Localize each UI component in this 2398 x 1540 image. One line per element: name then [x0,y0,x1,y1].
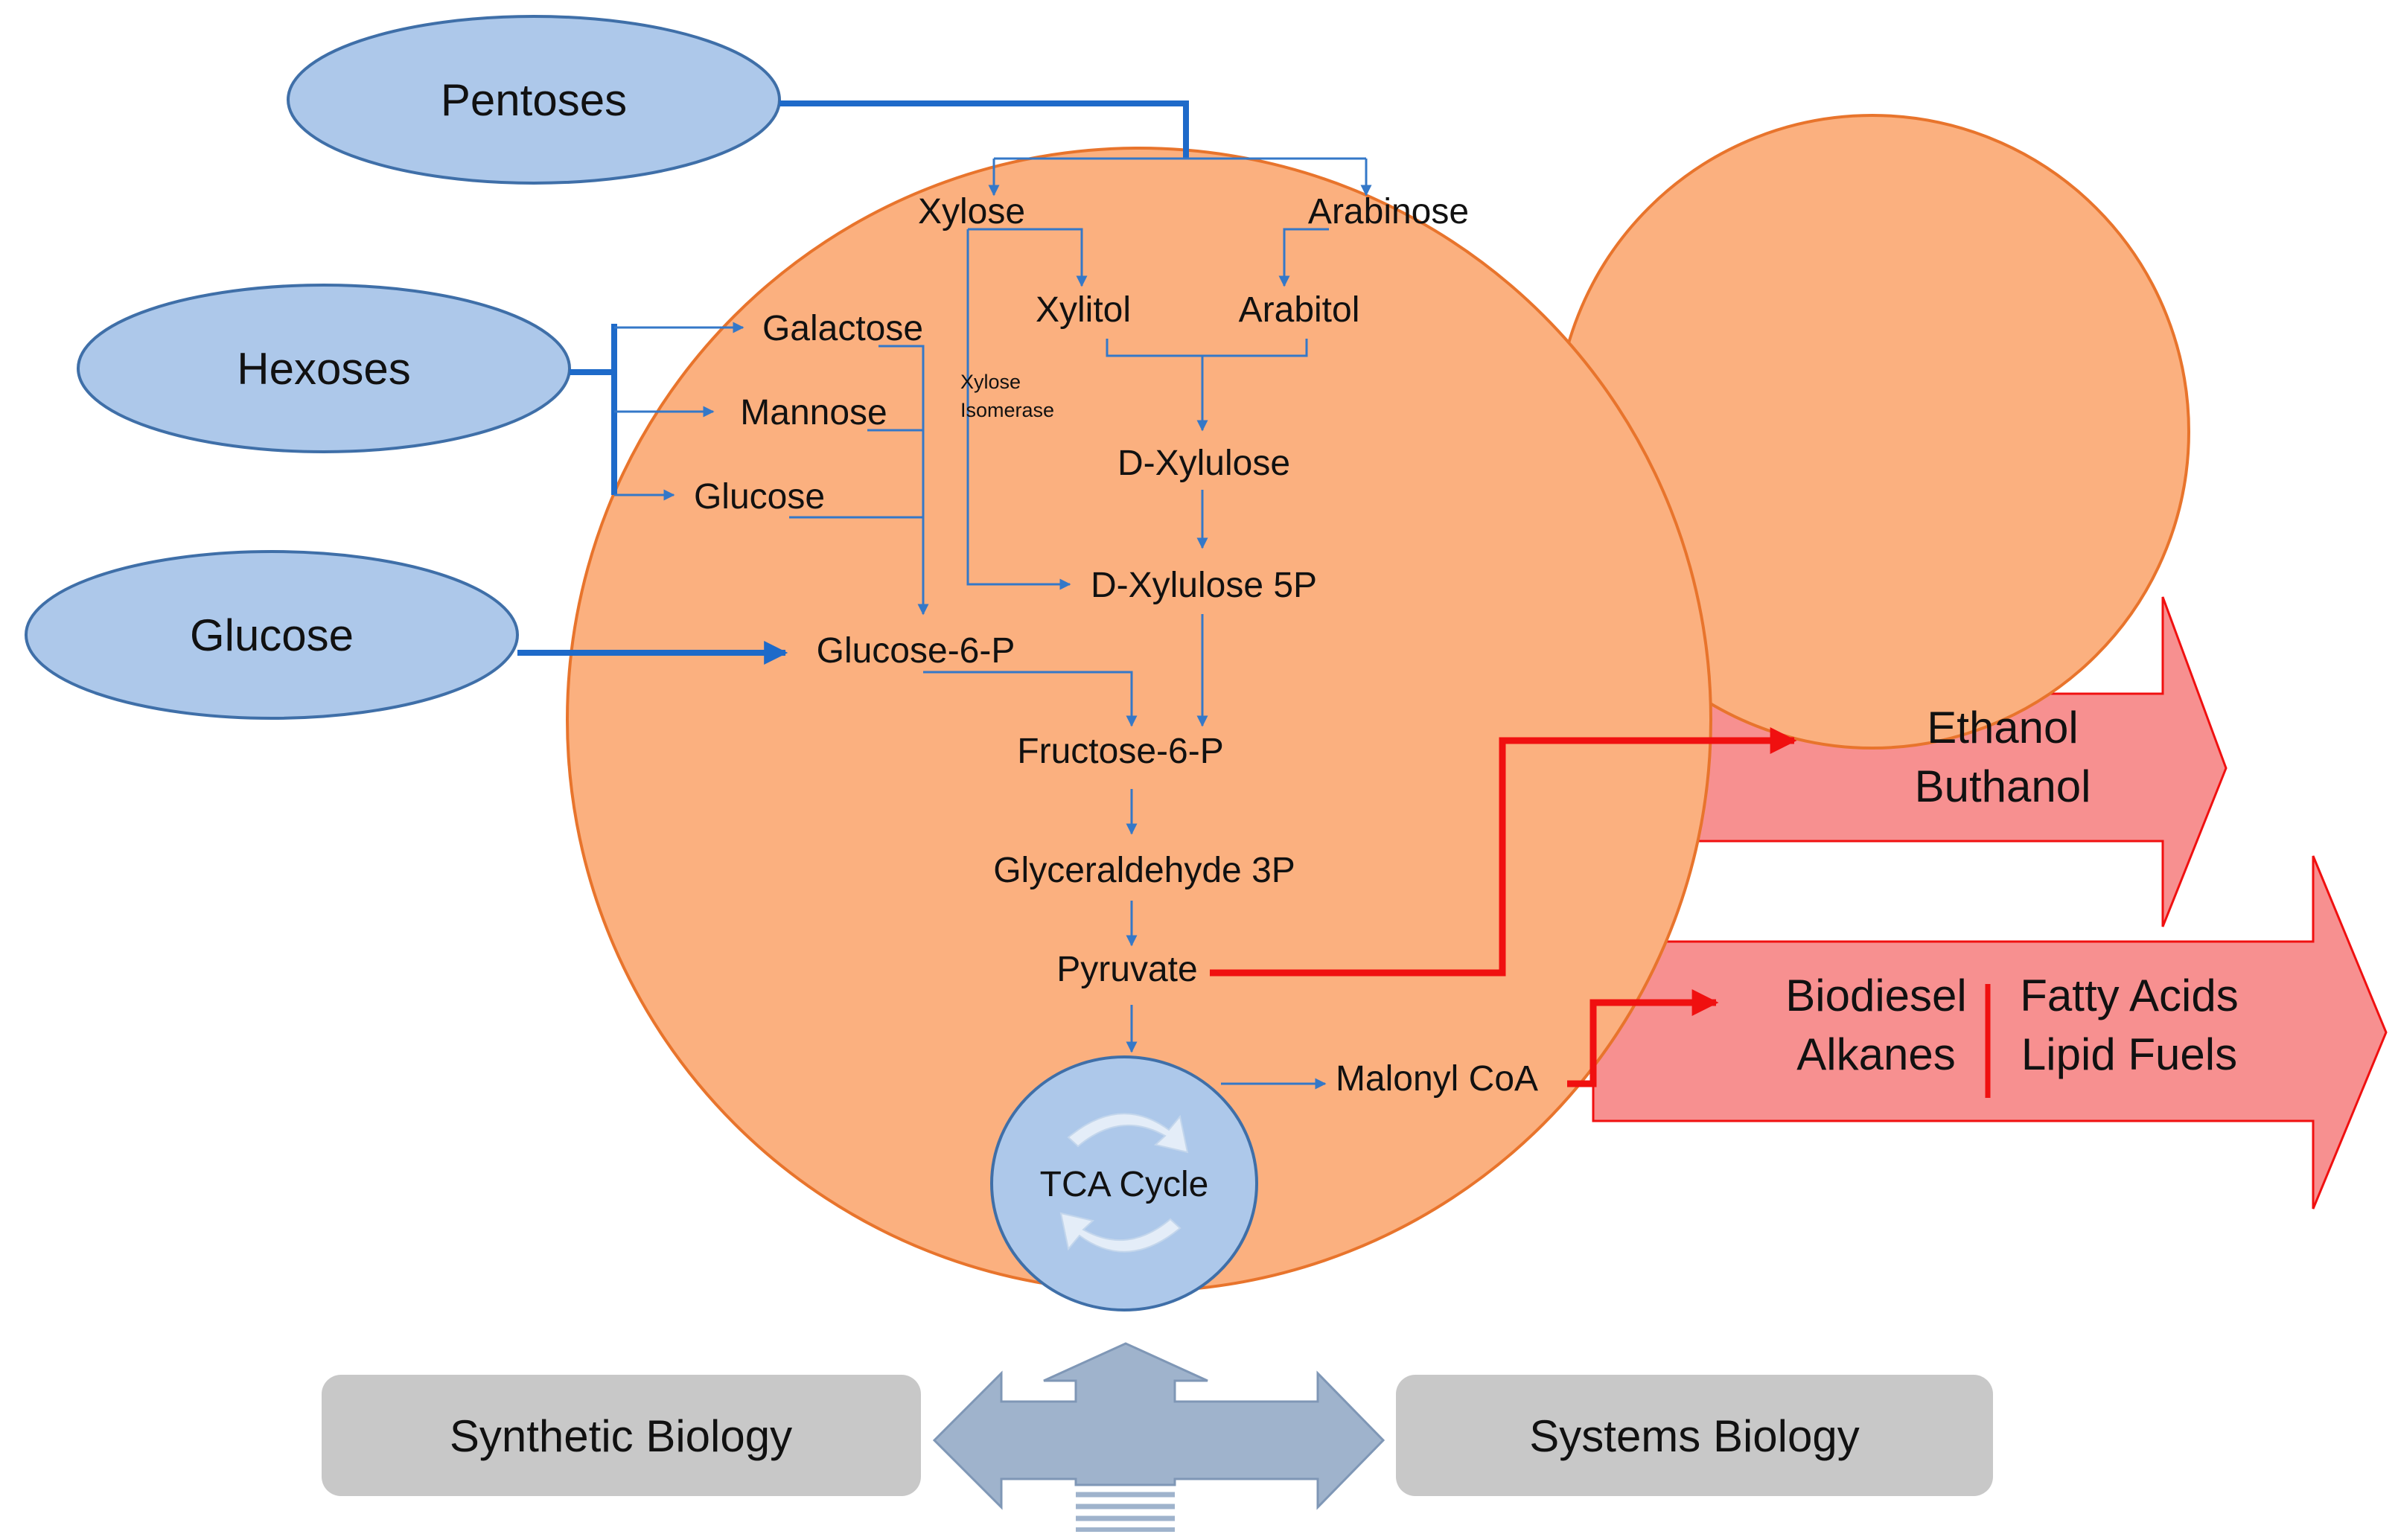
hexoses-oval [77,284,571,453]
glucose-input-label: Glucose [190,610,354,660]
label-xylose-isomerase-2: Isomerase [960,399,1054,421]
product-connectors [1210,727,1797,1087]
label-glucose: Glucose [694,477,825,517]
label-malonyl-coa: Malonyl CoA [1336,1059,1538,1099]
hexoses-label: Hexoses [237,344,410,394]
pentoses-oval [287,15,781,185]
label-arabinose: Arabinose [1308,192,1469,231]
tca-cycle-node: TCA Cycle [990,1055,1258,1311]
label-xylose: Xylose [918,192,1025,231]
input-connectors [517,100,1189,665]
pentoses-label: Pentoses [441,75,627,125]
label-d-xylulose-5p: D-Xylulose 5P [1091,566,1317,605]
pathway-arrows [614,157,1372,1090]
cycle-arrow-icon [1067,1113,1189,1154]
systems-biology-box [1396,1375,1993,1496]
label-mannose: Mannose [740,393,887,432]
label-galactose: Galactose [762,309,923,348]
label-d-xylulose: D-Xylulose [1117,444,1290,483]
label-lipid-fuels: Lipid Fuels [2021,1029,2237,1079]
label-glyceraldehyde-3p: Glyceraldehyde 3P [993,851,1295,890]
label-fatty-acids: Fatty Acids [2020,971,2238,1020]
label-xylitol: Xylitol [1036,290,1131,330]
label-arabitol: Arabitol [1239,290,1360,330]
label-alkanes: Alkanes [1796,1029,1955,1079]
metabolite-labels: Xylose Arabinose Xylitol Arabitol Xylose… [694,192,1538,1099]
label-xylose-isomerase-1: Xylose [960,371,1021,393]
three-way-arrow-icon [932,1342,1385,1532]
product-labels: Ethanol Buthanol Biodiesel Alkanes Fatty… [1785,703,2239,1098]
systems-biology-label: Systems Biology [1529,1411,1860,1461]
glucose-input-oval [25,550,519,720]
synthetic-biology-box [322,1375,921,1496]
product-arrow-alcohols [1659,596,2228,927]
synthetic-biology-label: Synthetic Biology [450,1411,792,1461]
label-biodiesel: Biodiesel [1785,971,1967,1020]
label-fructose-6-p: Fructose-6-P [1017,732,1223,771]
label-pyruvate: Pyruvate [1056,950,1197,989]
label-ethanol: Ethanol [1927,703,2079,753]
tca-cycle-label: TCA Cycle [1040,1165,1209,1204]
cycle-arrow-icon [1059,1212,1182,1253]
label-glucose-6-p: Glucose-6-P [817,631,1015,671]
label-buthanol: Buthanol [1915,761,2091,811]
